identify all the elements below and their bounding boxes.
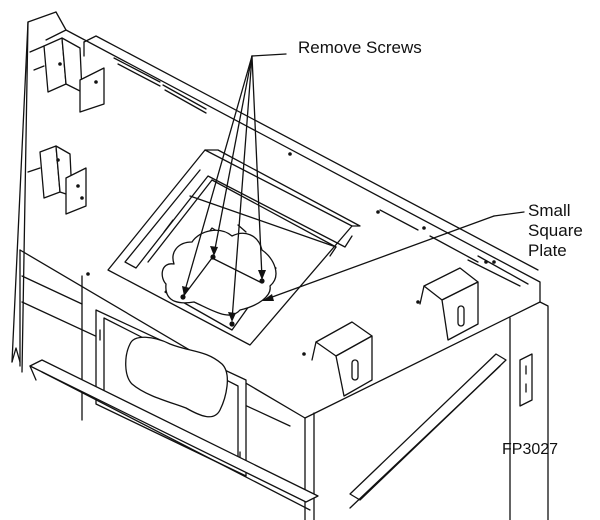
left-bracket-upper [29, 37, 105, 113]
right-side-panel [349, 301, 549, 520]
front-panel [19, 249, 291, 477]
screw-4 [229, 321, 235, 327]
top-rim-flange [83, 35, 539, 287]
callout-small-square-plate: Small Square Plate [528, 201, 583, 261]
arrowheads [182, 246, 274, 322]
figure-number: FP3027 [502, 441, 559, 458]
square-plate [161, 227, 277, 331]
left-bracket-lower [27, 145, 87, 215]
lower-rail [29, 359, 319, 511]
right-bracket-rear [419, 267, 479, 341]
screw-2 [259, 278, 265, 284]
callout-plate-line-2: Square [528, 221, 583, 240]
leader-lines [183, 53, 525, 321]
screw-1 [210, 254, 216, 260]
callout-remove-screws: Remove Screws [298, 38, 422, 57]
callout-plate-line-3: Plate [528, 241, 567, 260]
screw-3 [180, 294, 186, 300]
callout-plate-line-1: Small [528, 201, 571, 220]
lid-outline [11, 11, 541, 520]
right-bracket-front [311, 321, 373, 397]
